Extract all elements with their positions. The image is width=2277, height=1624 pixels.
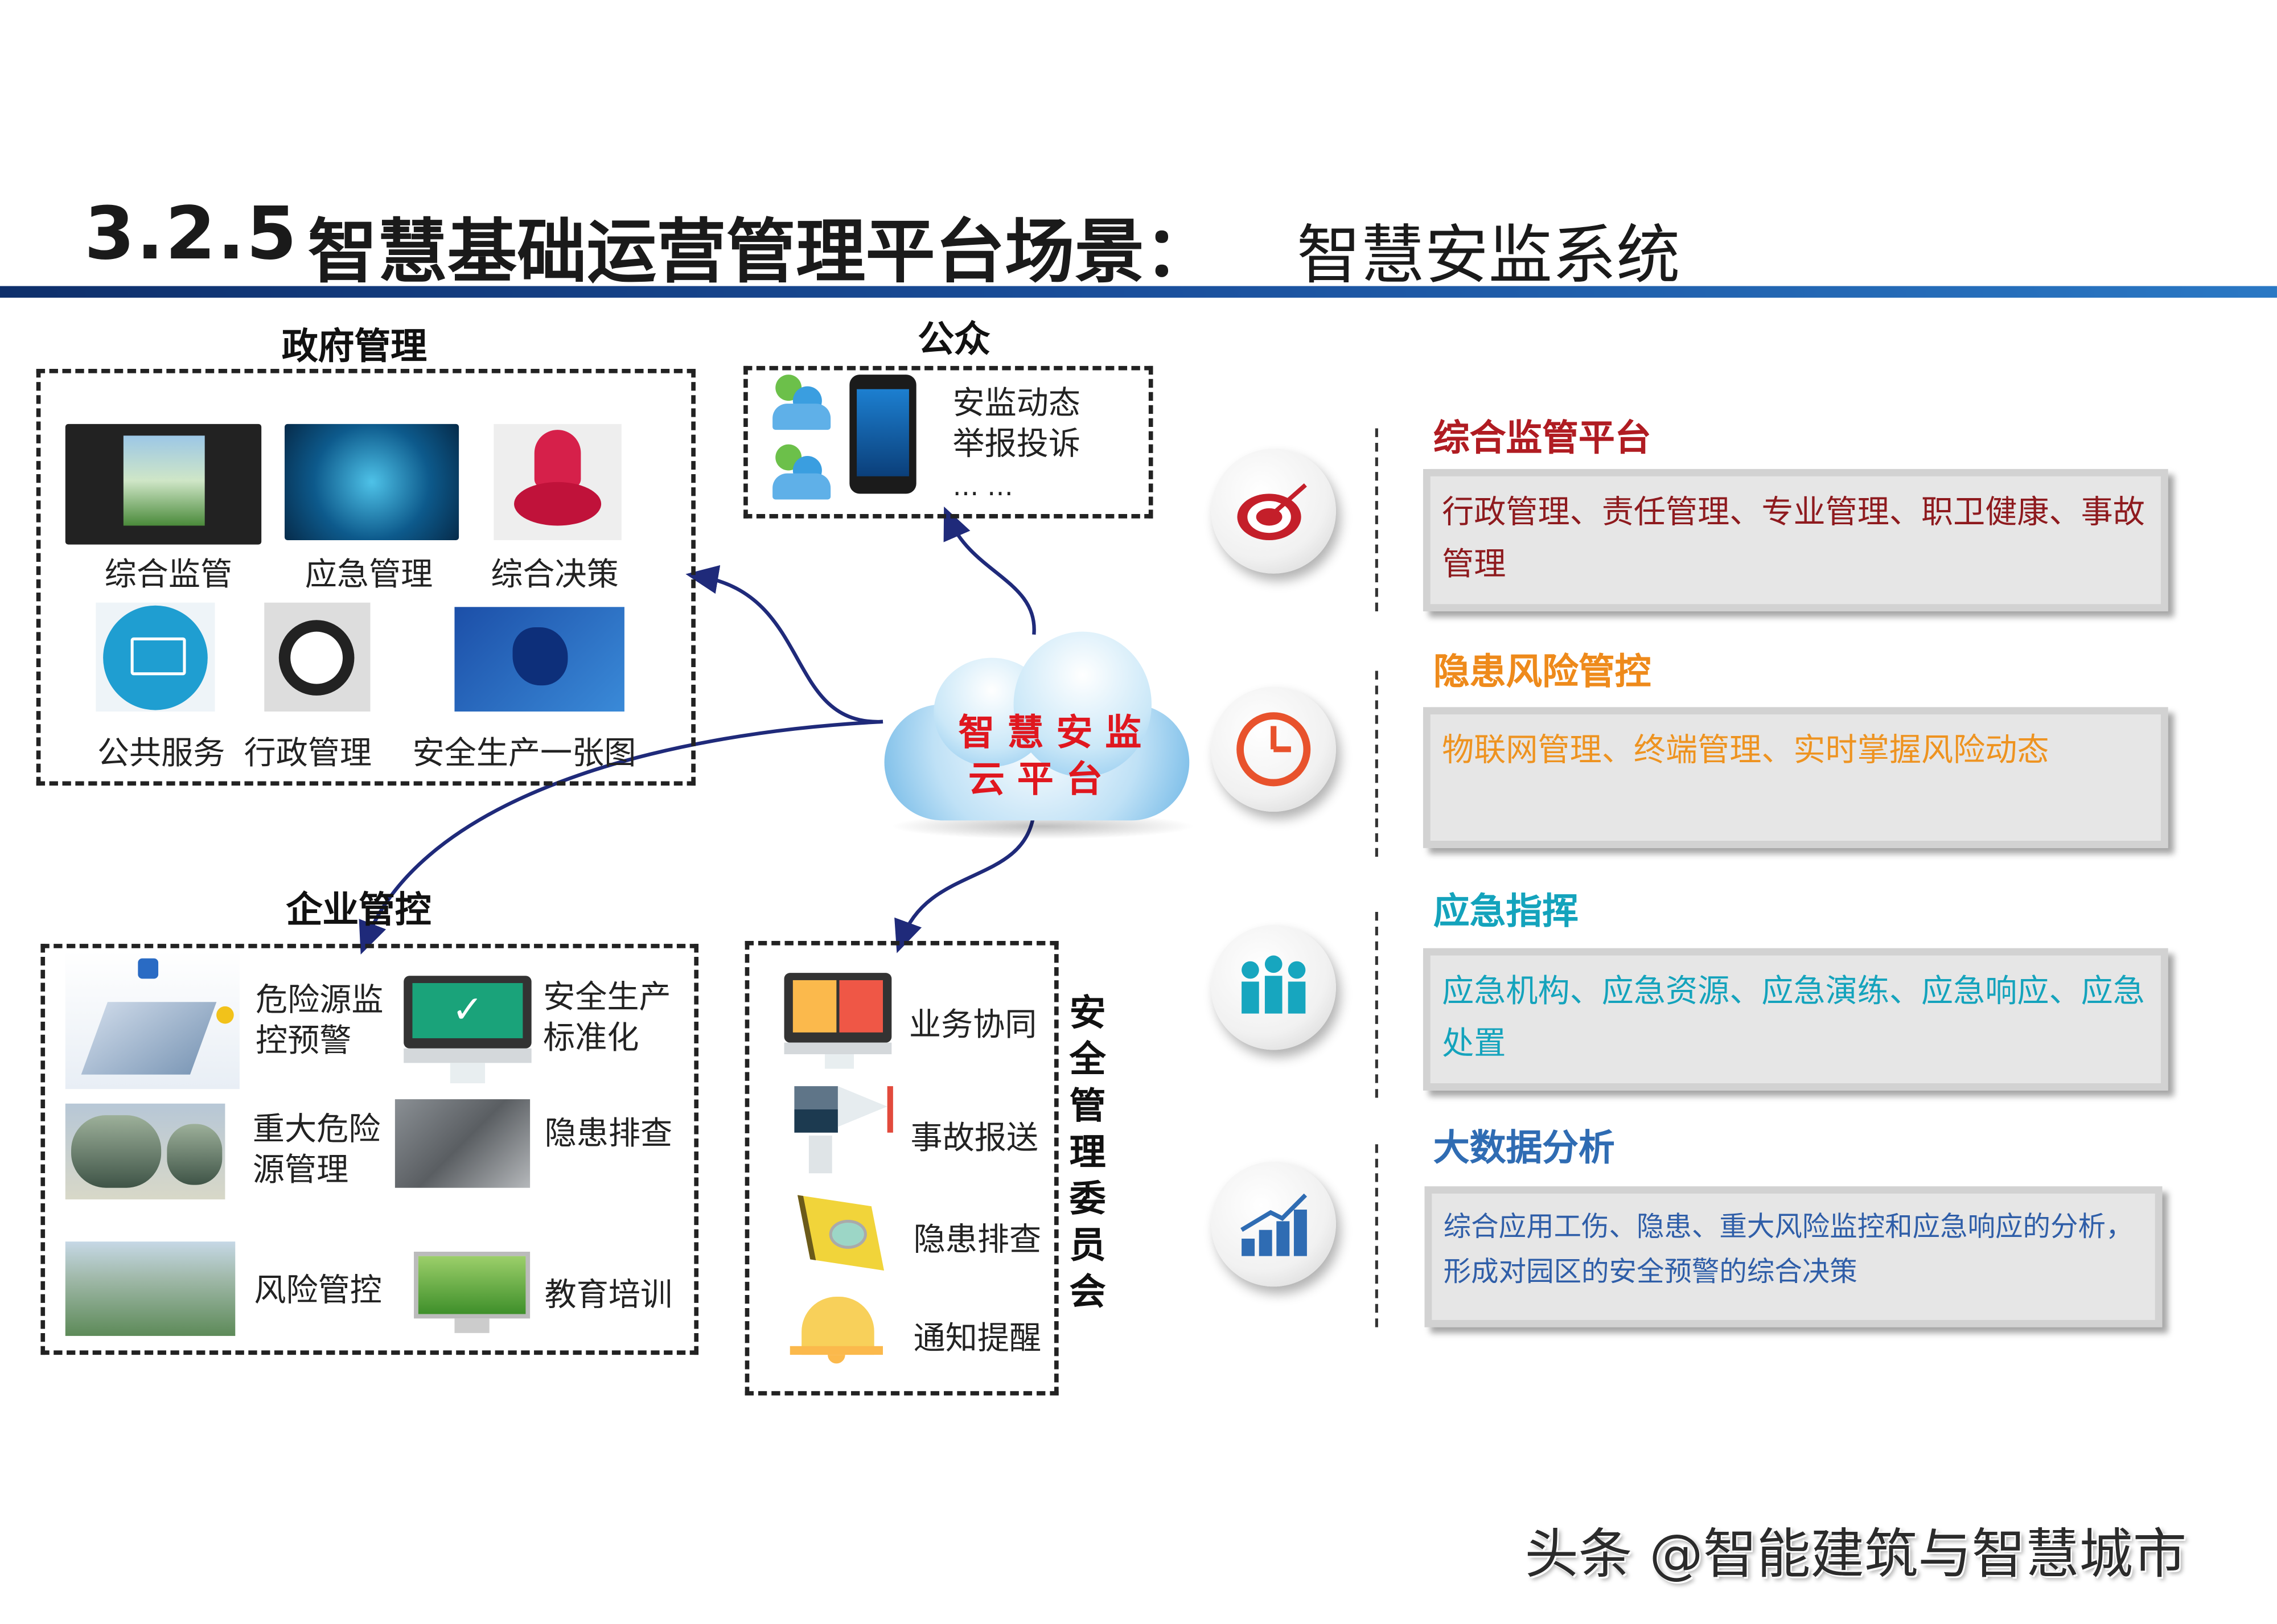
divider: [1375, 912, 1378, 1098]
gov-item-label: 综合监管: [104, 557, 233, 594]
smartphone-icon: [849, 375, 916, 494]
divider: [1375, 671, 1378, 857]
industrial-plant-icon: [65, 1241, 236, 1336]
users-icon: [767, 444, 833, 503]
gov-item-label: 安全生产一张图: [412, 736, 636, 773]
page-subtitle: 智慧安监系统: [1297, 219, 1680, 294]
training-monitor-icon: [414, 1251, 531, 1336]
committee-label: 安全管理委员会: [1069, 992, 1106, 1313]
title-rule: [0, 286, 2277, 298]
committee-item-label: 事故报送: [910, 1121, 1039, 1158]
gov-item-label: 行政管理: [244, 736, 372, 773]
storage-tank-icon: [65, 1103, 225, 1200]
growth-chart-icon: [1211, 1161, 1336, 1287]
divider: [1375, 1144, 1378, 1327]
enterprise-item-line: 控预警: [255, 1023, 352, 1060]
cloud-title-line2: 云 平 台: [968, 758, 1103, 800]
enterprise-item-line: 安全生产: [543, 980, 671, 1017]
feature-desc: 应急机构、应急资源、应急演练、应急响应、应急处置: [1423, 948, 2168, 1091]
world-map-icon: [284, 424, 459, 540]
dashboard-map-icon: [454, 607, 624, 712]
users-icon: [767, 375, 833, 433]
cloud-title-line1: 智 慧 安 监: [958, 711, 1142, 754]
gov-item-label: 应急管理: [305, 557, 433, 594]
enterprise-box: [40, 944, 699, 1355]
public-line: 安监动态: [952, 386, 1080, 423]
feature-title: 综合监管平台: [1433, 417, 1651, 459]
target-icon: [1211, 449, 1336, 574]
gov-item-label: 综合决策: [491, 557, 619, 594]
committee-item-label: 隐患排查: [913, 1222, 1042, 1259]
megaphone-icon: [788, 1086, 893, 1176]
bell-icon: [790, 1297, 883, 1364]
hazard-monitor-icon: [65, 951, 240, 1089]
public-label: 公众: [918, 318, 990, 360]
page-title: 智慧基础运营管理平台场景：: [307, 212, 1214, 294]
committee-item-label: 业务协同: [909, 1008, 1037, 1045]
meeting-table-icon: [264, 602, 371, 712]
computer-circle-icon: [96, 602, 215, 712]
feature-title: 大数据分析: [1433, 1126, 1615, 1169]
enterprise-item-line: 标准化: [543, 1021, 639, 1058]
committee-item-label: 通知提醒: [913, 1321, 1042, 1358]
public-line: 举报投诉: [952, 426, 1080, 463]
arrow-to-committee: [894, 813, 1036, 953]
enterprise-item-line: 教育培训: [544, 1277, 673, 1314]
cloud-platform: 智 慧 安 监 云 平 台: [876, 631, 1210, 850]
enterprise-item-line: 源管理: [252, 1153, 349, 1190]
divider: [1375, 428, 1378, 611]
arrow-to-public: [943, 506, 1036, 635]
inspection-photo-icon: [394, 1099, 531, 1188]
feature-desc: 物联网管理、终端管理、实时掌握风险动态: [1423, 707, 2168, 848]
people-icon: [1211, 924, 1336, 1050]
feature-title: 隐患风险管控: [1433, 650, 1651, 693]
magnifier-book-icon: [794, 1188, 899, 1275]
public-box: [743, 365, 1153, 519]
clock-icon: [1211, 686, 1336, 812]
gov-item-label: 公共服务: [97, 736, 225, 773]
arrow-to-government: [685, 565, 883, 724]
enterprise-item-line: 重大危险: [252, 1112, 381, 1149]
public-line: … …: [952, 472, 1013, 503]
feature-desc: 行政管理、责任管理、专业管理、职卫健康、事故管理: [1423, 468, 2168, 611]
enterprise-item-line: 危险源监: [255, 983, 384, 1019]
enterprise-item-line: 风险管控: [254, 1273, 382, 1310]
government-box: [36, 368, 696, 786]
dashboard-monitor-icon: [784, 973, 892, 1069]
pushpin-icon: [494, 424, 622, 540]
section-number: 3.2.5: [84, 191, 298, 276]
feature-title: 应急指挥: [1433, 890, 1579, 932]
checkmark-monitor-icon: ✓: [404, 976, 532, 1089]
enterprise-label: 企业管控: [286, 889, 431, 931]
enterprise-item-line: 隐患排查: [544, 1116, 673, 1153]
watermark: 头条 @智能建筑与智慧城市: [1524, 1523, 2187, 1586]
feature-desc: 综合应用工伤、隐患、重大风险监控和应急响应的分析，形成对园区的安全预警的综合决策: [1424, 1186, 2163, 1327]
video-wall-icon: [65, 424, 262, 545]
government-label: 政府管理: [281, 325, 428, 368]
committee-box: [745, 941, 1059, 1396]
